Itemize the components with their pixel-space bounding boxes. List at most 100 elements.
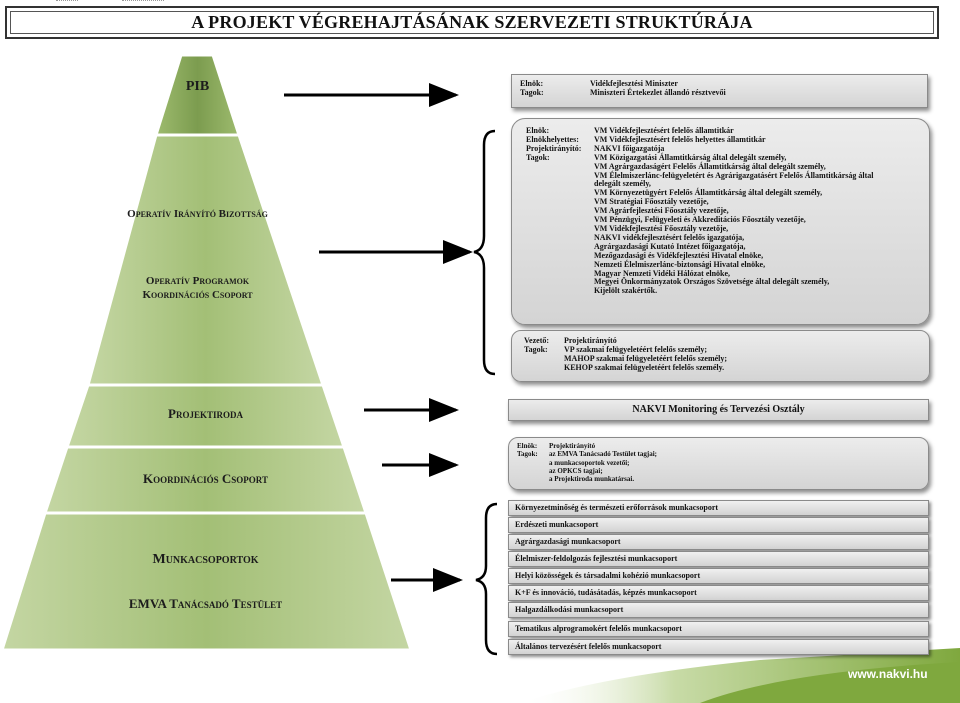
pyramid-segment-munkacsoportok	[0, 511, 414, 652]
workgroup-item: Agrárgazdasági munkacsoport	[508, 534, 929, 550]
oib-row-key	[526, 287, 594, 296]
opkcs-row-value: Projektirányító	[564, 336, 617, 345]
oib-row-value: VM Vidékfejlesztési Főosztály vezetője,	[594, 223, 729, 233]
pib-box: Elnök: Vidékfejlesztési Miniszter Tagok: M…	[511, 74, 928, 108]
oib-row-value: VM Vidékfejlesztésért felelős helyettes …	[594, 134, 766, 144]
oib-row: Elnökhelyettes: VM Vidékfejlesztésért fel…	[526, 134, 921, 145]
oib-row-key	[526, 225, 594, 234]
oib-row: Kijelölt szakértők.	[526, 286, 921, 296]
oib-row: Agrárgazdasági Kutató Intézet főigazgató…	[526, 241, 921, 252]
koord-row-value: az OPKCS tagjai;	[549, 466, 603, 475]
oib-row-key	[526, 278, 594, 287]
footer-url[interactable]: www.nakvi.hu	[848, 667, 928, 681]
oib-row: Elnök: VM Vidékfejlesztésért felelős álla…	[526, 126, 921, 136]
koord-row-value: az EMVA Tanácsadó Testület tagjai;	[549, 450, 657, 459]
oib-row-key	[526, 234, 594, 243]
oib-row: VM Agrárfejlesztési Főosztály vezetője,	[526, 206, 921, 216]
koord-row-key: Elnök:	[517, 442, 538, 450]
koord-row-key: Tagok:	[517, 450, 538, 459]
workgroup-item: Élelmiszer-feldolgozás fejlesztési munka…	[508, 551, 929, 567]
oib-row: delegált személy,	[526, 180, 921, 189]
pyramid-label-emva: EMVA Tanácsadó Testület	[128, 596, 283, 611]
oib-row: Mezőgazdasági és Vidékfejlesztési Hivata…	[526, 250, 921, 261]
oib-row-value: VM Vidékfejlesztésért felelős államtitká…	[594, 126, 734, 135]
title-inner-frame: A PROJEKT VÉGREHAJTÁSÁNAK SZERVEZETI STR…	[10, 11, 934, 34]
oib-row-value: Megyei Önkormányzatok Országos Szövetség…	[594, 277, 830, 287]
koord-row: a Projektiroda munkatársai.	[517, 475, 920, 483]
koord-row-value: a munkacsoportok vezetői;	[549, 458, 630, 467]
oib-row-value: Agrárgazdasági Kutató Intézet főigazgató…	[594, 241, 746, 251]
oib-row-value: Kijelölt szakértők.	[594, 286, 658, 296]
pib-row-key: Elnök:	[520, 79, 544, 88]
oib-row-key	[526, 216, 594, 225]
oib-row-key	[526, 172, 594, 181]
opkcs-row-value: VP szakmai felügyeletéért felelős személ…	[564, 344, 708, 354]
opkcs-row-value: MAHOP szakmai felügyeletéért felelős sze…	[564, 353, 728, 363]
oib-row-value: VM Környezetügyért Felelős Államtitkársá…	[594, 188, 823, 198]
pib-row-value: Vidékfejlesztési Miniszter	[590, 79, 678, 88]
oib-row-value: VM Agrárfejlesztési Főosztály vezetője,	[594, 206, 729, 216]
oib-row-value: delegált személy,	[594, 179, 651, 189]
oib-row-value: VM Közigazgatási Államtitkárság által de…	[594, 152, 787, 162]
oib-row-value: VM Stratégiai Főosztály vezetője,	[594, 197, 709, 207]
oib-row-value: Mezőgazdasági és Vidékfejlesztési Hivata…	[594, 250, 764, 260]
workgroup-item: Halgazdálkodási munkacsoport	[508, 602, 929, 618]
pyramid-segment-pib	[153, 53, 242, 137]
oib-row: VM Pénzügyi, Felügyeleti és Akkreditáció…	[526, 215, 921, 225]
workgroup-item: Erdészeti munkacsoport	[508, 517, 929, 533]
oib-row-value: VM Pénzügyi, Felügyeleti és Akkreditáció…	[594, 215, 806, 225]
pib-row: Tagok: Miniszteri Értekezlet állandó rész…	[520, 87, 919, 98]
oib-row-value: VM Élelmiszerlánc-felügyeletért és Agrár…	[594, 170, 874, 180]
oib-row: Nemzeti Élelmiszerlánc-biztonsági Hivata…	[526, 260, 921, 270]
header-mark-right	[122, 0, 164, 4]
oib-row: VM Élelmiszerlánc-felügyeletért és Agrár…	[526, 170, 921, 181]
pib-row-key: Tagok:	[520, 87, 544, 97]
opkcs-row-key	[524, 355, 564, 364]
workgroup-item: K+F és innováció, tudásátadás, képzés mu…	[508, 585, 929, 601]
pyramid-label-pib: PIB	[185, 79, 210, 94]
oib-row: VM Vidékfejlesztési Főosztály vezetője,	[526, 223, 921, 234]
pyramid-label-opkcs: Operatív Programok Koordinációs Csoport	[142, 275, 253, 301]
koord-row-key	[517, 459, 549, 467]
koord-row-value: a Projektiroda munkatársai.	[549, 475, 635, 484]
oib-row: VM Környezetügyért Felelős Államtitkársá…	[526, 188, 921, 198]
oib-row-key	[526, 261, 594, 270]
pyramid-label-munkacsoportok: Munkacsoportok	[152, 552, 259, 567]
opkcs-row: Vezető: Projektirányító	[524, 336, 921, 346]
oib-row: VM Agrárgazdaságért Felelős Államtitkárs…	[526, 162, 921, 172]
pib-row-value: Miniszteri Értekezlet állandó résztvevői	[590, 87, 726, 97]
opkcs-row: KEHOP szakmai felügyeletéért felelős sze…	[524, 362, 921, 373]
pyramid-label-oib: Operatív Irányító Bizottság	[127, 208, 268, 220]
koord-box: Elnök:Projektirányító Tagok: az EMVA Taná…	[508, 437, 929, 490]
oib-row-key: Elnök:	[526, 126, 550, 135]
opkcs-row-key: Vezető:	[524, 336, 550, 345]
pyramid-label-projektiroda: Projektiroda	[168, 406, 243, 421]
koord-row: az OPKCS tagjai;	[517, 467, 920, 475]
pib-row: Elnök: Vidékfejlesztési Miniszter	[520, 79, 919, 89]
oib-row-value: NAKVI főigazgatója	[594, 143, 665, 153]
workgroup-item: Környezetminőség és természeti erőforrás…	[508, 500, 929, 516]
oib-row-key	[526, 243, 594, 252]
koord-row-key	[517, 475, 549, 483]
oib-row-key	[526, 252, 594, 261]
oib-row: Tagok: VM Közigazgatási Államtitkárság ál…	[526, 152, 921, 163]
opkcs-box: Vezető: Projektirányító Tagok: VP szakmai …	[511, 330, 930, 382]
oib-row-key	[526, 180, 594, 189]
workgroup-item: Általános tervezésért felelős munkacsopo…	[508, 639, 929, 655]
header-mark-left	[56, 0, 78, 4]
oib-row-key: Tagok:	[526, 152, 550, 162]
page-title: A PROJEKT VÉGREHAJTÁSÁNAK SZERVEZETI STR…	[191, 12, 753, 32]
oib-row-value: NAKVI vidékfejlesztésért felelős igazgat…	[594, 232, 745, 242]
oib-row-key	[526, 198, 594, 207]
koord-row: Elnök:Projektirányító	[517, 442, 920, 450]
oib-row: NAKVI vidékfejlesztésért felelős igazgat…	[526, 232, 921, 243]
koord-row-key	[517, 467, 549, 475]
oib-row: Magyar Nemzeti Vidéki Hálózat elnöke,	[526, 269, 921, 279]
oib-row: Megyei Önkormányzatok Országos Szövetség…	[526, 278, 921, 287]
opkcs-row-key: Tagok:	[524, 344, 548, 354]
opkcs-row: MAHOP szakmai felügyeletéért felelős sze…	[524, 353, 921, 364]
oib-row-key: Elnökhelyettes:	[526, 134, 579, 144]
koord-row: a munkacsoportok vezetői;	[517, 459, 920, 467]
opkcs-row-value: KEHOP szakmai felügyeletéért felelős sze…	[564, 362, 725, 372]
